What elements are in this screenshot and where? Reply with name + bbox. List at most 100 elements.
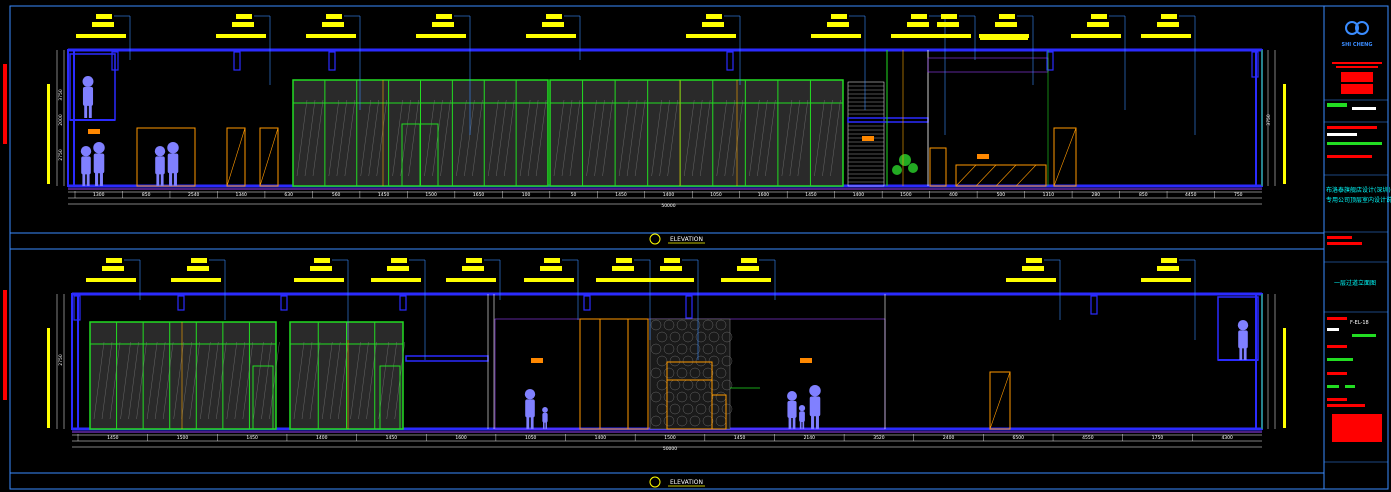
project-line-1: 布洛泰旗舰店设计(深圳): [1326, 186, 1391, 194]
project-line-2: 专用公司顶层室内设计说明: [1326, 196, 1391, 204]
glass-hatch: [293, 341, 305, 420]
dimension-label: 1450: [734, 435, 746, 441]
person-figure-leg: [1239, 343, 1243, 360]
lower-wood-shelving: [579, 318, 649, 430]
glass-hatch: [253, 341, 264, 420]
pattern-cell: [650, 319, 662, 331]
callout-tag: [236, 14, 252, 19]
glass-hatch: [618, 99, 630, 177]
sheet-border: [9, 5, 1389, 490]
callout-tag: [616, 258, 632, 263]
callout-tag: [322, 22, 344, 27]
callout-tag: [911, 14, 927, 19]
person-figure-head: [80, 146, 92, 157]
glass-hatch: [146, 341, 158, 420]
dimension-label: 1400: [663, 192, 675, 198]
pattern-cell: [695, 403, 707, 415]
pattern-cell: [669, 403, 681, 415]
lower-people: [524, 320, 1249, 429]
callout-bar: [921, 34, 971, 38]
callout-tag: [96, 14, 112, 19]
lower-glass-wall-1: [89, 321, 280, 430]
glass-hatch: [440, 99, 451, 177]
callout-tag: [1161, 14, 1177, 19]
glass-hatch: [109, 341, 121, 420]
pattern-cell: [702, 415, 714, 427]
glass-hatch: [724, 99, 735, 177]
upper-caption-text: ELEVATION: [670, 236, 703, 243]
callout-bar: [524, 278, 574, 282]
pattern-cell: [689, 391, 701, 403]
callout-tag: [466, 258, 482, 263]
lower-glass-wall-2: [289, 321, 405, 430]
glass-hatch: [154, 341, 166, 420]
pattern-cell: [702, 367, 714, 379]
dimension-label: 4550: [1082, 435, 1094, 441]
person-figure-leg: [799, 418, 802, 429]
dimension-label: 4450: [1185, 192, 1197, 198]
callout-tag: [1091, 14, 1107, 19]
upper-stair: [847, 81, 885, 187]
glass-hatch: [328, 99, 340, 177]
logo-icon: [1345, 21, 1369, 35]
pattern-cell: [695, 355, 707, 367]
pattern-cell: [682, 355, 694, 367]
person-figure-leg: [1243, 343, 1247, 360]
person-figure-head: [524, 389, 536, 400]
pattern-cell: [715, 343, 727, 355]
glass-hatch: [136, 341, 147, 420]
glass-hatch: [822, 99, 833, 177]
dimension-label: 1310: [1043, 192, 1055, 198]
callout-tag: [937, 22, 959, 27]
pattern-cell: [656, 355, 668, 367]
dimension-label: 1050: [525, 435, 537, 441]
callout-tag: [462, 266, 484, 271]
callout-bar: [1141, 278, 1191, 282]
person-figure-leg: [792, 413, 796, 429]
glass-hatch: [350, 341, 361, 420]
glass-hatch: [781, 99, 793, 177]
glass-hatch: [519, 99, 531, 177]
callout-tag: [92, 22, 114, 27]
pattern-cell: [689, 367, 701, 379]
pattern-cell: [682, 331, 694, 343]
glass-hatch: [208, 341, 219, 420]
person-figure-leg: [530, 412, 534, 429]
person-figure-leg: [95, 167, 99, 186]
upper-glass-wall-2: [549, 79, 844, 187]
callout-tag: [664, 258, 680, 263]
callout-bar: [86, 278, 136, 282]
glass-hatch: [330, 341, 341, 420]
height-label: 3750: [1266, 114, 1272, 126]
dimension-label: 4300: [1221, 435, 1233, 441]
callout-tag: [1087, 22, 1109, 27]
callout-tag: [102, 266, 124, 271]
glass-hatch: [749, 99, 760, 177]
dimension-label: 1450: [107, 435, 119, 441]
pattern-cell: [669, 331, 681, 343]
glass-hatch: [234, 341, 246, 420]
glass-hatch: [716, 99, 727, 177]
glass-hatch: [128, 341, 139, 420]
callout-tag: [612, 266, 634, 271]
callout-bar: [371, 278, 421, 282]
pattern-cell: [702, 343, 714, 355]
person-figure-leg: [160, 169, 164, 186]
callout-tag: [1026, 258, 1042, 263]
callout-tag: [741, 258, 757, 263]
callout-bar: [721, 278, 771, 282]
callout-tag: [544, 258, 560, 263]
glass-hatch: [626, 99, 638, 177]
dimension-total: 50000: [661, 203, 675, 209]
dimension-label: 2400: [943, 435, 955, 441]
glass-hatch: [101, 341, 113, 420]
dimension-label: 1450: [246, 435, 258, 441]
glass-hatch: [456, 99, 467, 177]
callout-tag: [1157, 266, 1179, 271]
glass-hatch: [376, 99, 387, 177]
glass-door: [379, 365, 401, 430]
callout-bar: [526, 34, 576, 38]
callout-bar: [416, 34, 466, 38]
drawing-name: 一层过道立面图: [1334, 279, 1376, 287]
